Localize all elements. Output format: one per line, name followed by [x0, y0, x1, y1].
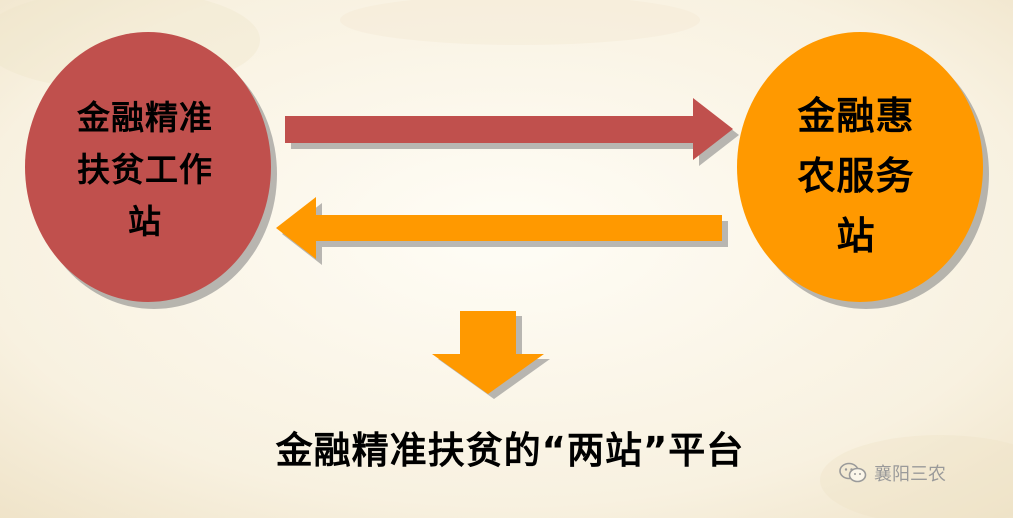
watermark: 襄阳三农 [838, 460, 946, 486]
left-node [25, 32, 277, 309]
right-node-line: 站 [836, 214, 876, 258]
diagram-caption: 金融精准扶贫的“两站”平台 [275, 429, 745, 472]
left-node-line: 站 [128, 202, 162, 241]
left-node-line: 扶贫工作 [77, 150, 213, 189]
arrow-right-to-left [276, 197, 728, 265]
right-node-label: 金融惠 农服务 站 [782, 86, 930, 266]
left-node-line: 金融精准 [77, 98, 213, 137]
left-node-label: 金融精准 扶贫工作 站 [55, 92, 235, 248]
right-node [737, 32, 989, 309]
wechat-icon [839, 462, 867, 483]
arrow-down [432, 311, 550, 399]
right-node-line: 农服务 [797, 154, 915, 198]
right-node-line: 金融惠 [797, 94, 915, 138]
watermark-text: 襄阳三农 [874, 464, 946, 485]
arrow-left-to-right [285, 98, 739, 166]
